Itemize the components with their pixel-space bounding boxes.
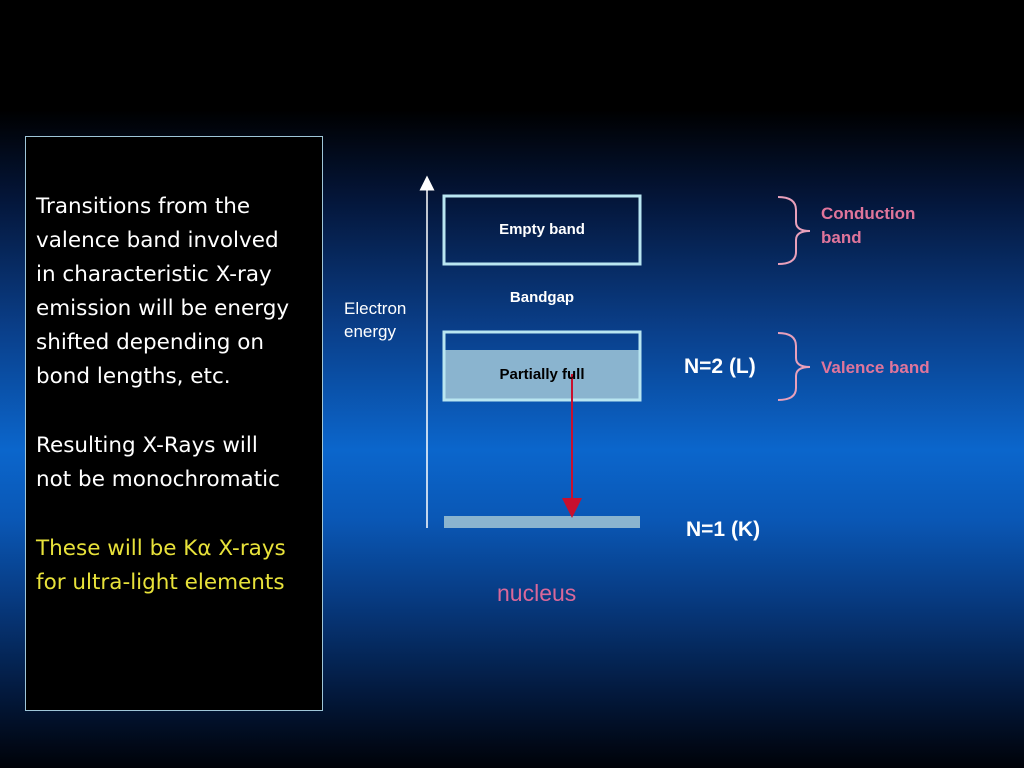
partially-full-band-box bbox=[442, 330, 642, 402]
text-panel: Transitions from the valence band involv… bbox=[25, 136, 323, 711]
bandgap-label: Bandgap bbox=[509, 289, 575, 306]
monochromatic-note: Resulting X-Rays will not be monochromat… bbox=[36, 433, 280, 492]
empty-band-label: Empty band bbox=[499, 221, 585, 238]
valence-band-label: Valence band bbox=[821, 358, 930, 377]
partially-full-band-fill bbox=[445, 350, 639, 399]
conduction-band-label: Conduction band bbox=[821, 204, 916, 247]
valence-band-brace bbox=[777, 332, 811, 401]
transition-explanation: Transitions from the valence band involv… bbox=[36, 194, 290, 389]
n1-level-label: N=1 (K) bbox=[686, 518, 761, 541]
k-alpha-highlight: These will be Kα X-rays for ultra-light … bbox=[36, 536, 286, 595]
n2-level-label: N=2 (L) bbox=[684, 355, 756, 378]
k-level-bar bbox=[444, 516, 640, 528]
partially-full-label: Partially full bbox=[499, 366, 585, 383]
empty-band-box bbox=[442, 194, 642, 266]
electron-energy-label: Electron energy bbox=[344, 299, 407, 341]
conduction-band-brace bbox=[777, 196, 811, 265]
nucleus-label: nucleus bbox=[497, 580, 577, 606]
